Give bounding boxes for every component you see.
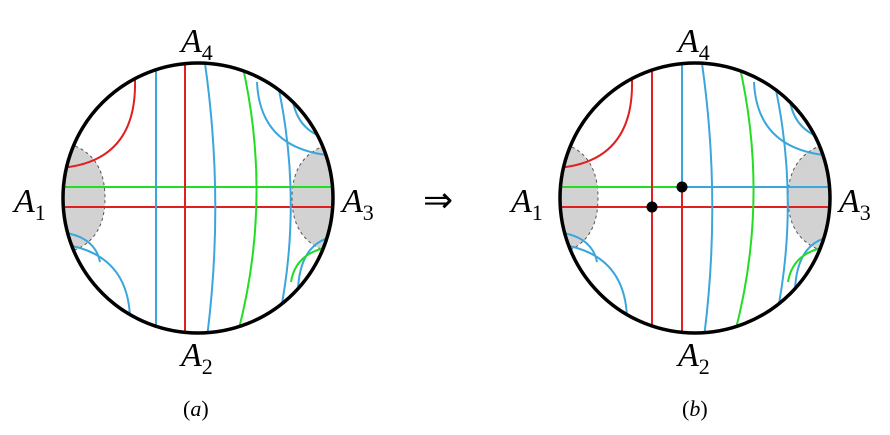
blue-cap-bottom-left-outer (560, 243, 628, 319)
blue-arc-center (202, 63, 217, 333)
blue-arc-right (771, 71, 789, 325)
junction-dot-lower (646, 201, 658, 213)
blue-cap-top-right-outer (256, 81, 333, 157)
shaded-region-left (63, 139, 106, 257)
blue-arc-right (274, 71, 292, 325)
panel-b: A4 A1 A3 A2 (b) (509, 23, 871, 421)
green-cap-bottom-right (290, 245, 333, 283)
blue-arc-center (699, 63, 714, 333)
label-a3: A3 (837, 183, 871, 225)
red-cap-top-left (560, 79, 634, 169)
label-a2: A2 (676, 337, 710, 379)
label-a2: A2 (179, 337, 213, 379)
label-a3: A3 (340, 183, 374, 225)
junction-dot-upper (676, 181, 688, 193)
label-a1: A1 (509, 183, 543, 225)
red-cap-top-left (63, 79, 137, 169)
panel-a-interior (63, 63, 333, 333)
blue-cap-top-left (63, 87, 99, 135)
green-arc (732, 63, 755, 333)
boundary-circle-a (61, 61, 335, 335)
blue-cap-top-right-outer (753, 81, 830, 157)
panel-a: A4 A1 A3 A2 (a) (12, 23, 374, 421)
green-cap-bottom-right (787, 245, 830, 283)
blue-cap-bottom-left-outer (63, 243, 131, 319)
green-arc (235, 63, 258, 333)
implies-arrow: ⇒ (423, 180, 453, 221)
label-a1: A1 (12, 183, 46, 225)
boundary-circle-b (558, 61, 832, 335)
caption-a: (a) (183, 396, 209, 421)
blue-cap-top-left (560, 87, 596, 135)
panel-b-interior (560, 63, 830, 333)
label-a4: A4 (179, 23, 213, 65)
label-a4: A4 (676, 23, 710, 65)
caption-b: (b) (682, 396, 708, 421)
